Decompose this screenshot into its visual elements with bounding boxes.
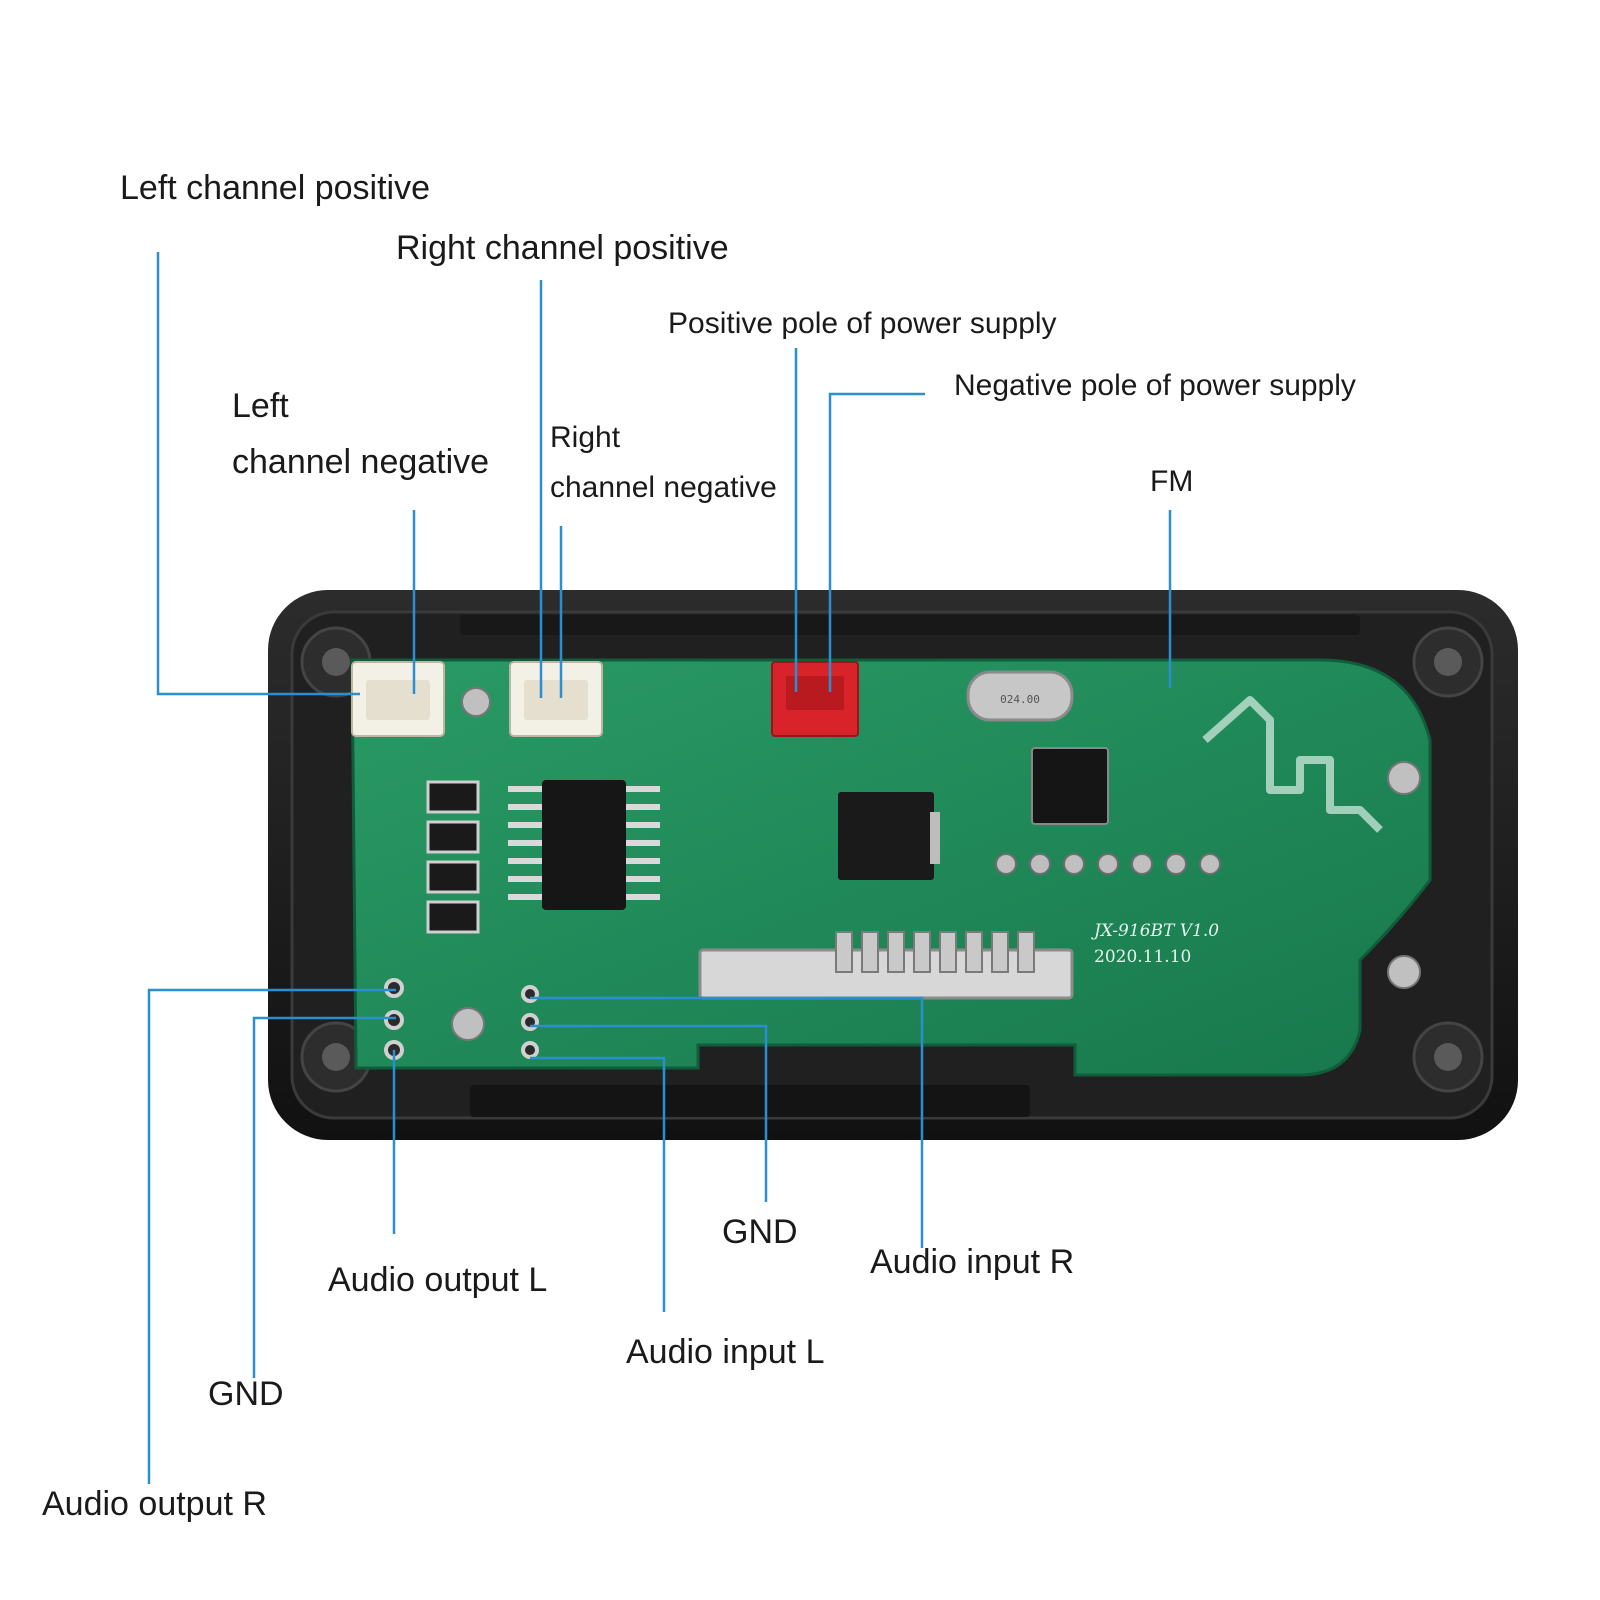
bt-antenna-trace xyxy=(1202,696,1383,833)
leader-audio-output-r xyxy=(147,988,396,1484)
label-audio-input-r: Audio input R xyxy=(870,1243,1075,1281)
bluetooth-chip xyxy=(1031,747,1109,825)
label-audio-output-l: Audio output L xyxy=(328,1261,548,1299)
header-pins xyxy=(995,853,1221,875)
leader-lines xyxy=(147,252,1172,1484)
leader-audio-input-r xyxy=(530,996,924,1248)
sd-card-slot xyxy=(698,948,1074,1000)
label-right-channel-negative-line2: channel negative xyxy=(550,471,777,504)
board-model: JX-916BT V1.0 xyxy=(1091,921,1219,941)
label-right-channel-positive: Right channel positive xyxy=(396,229,729,267)
label-positive-pole: Positive pole of power supply xyxy=(668,307,1057,340)
label-left-channel-positive: Left channel positive xyxy=(120,169,430,207)
leader-left-channel-positive xyxy=(156,252,360,696)
leader-gnd-left xyxy=(252,1016,396,1378)
leader-gnd-mid xyxy=(530,1024,768,1202)
board-date: 2020.11.10 xyxy=(1094,947,1191,967)
amplifier-chip xyxy=(542,780,626,910)
label-negative-pole: Negative pole of power supply xyxy=(954,369,1356,402)
label-gnd-left: GND xyxy=(208,1375,284,1413)
label-left-channel-negative-line1: Left xyxy=(232,387,289,425)
label-audio-output-r: Audio output R xyxy=(42,1485,267,1523)
inductors xyxy=(426,780,480,934)
label-right-channel-negative-line1: Right xyxy=(550,421,621,454)
leader-negative-pole xyxy=(828,392,925,692)
label-gnd-mid: GND xyxy=(722,1213,798,1251)
label-fm: FM xyxy=(1150,465,1194,498)
crystal-oscillator xyxy=(966,670,1074,722)
frame-top-slot xyxy=(460,615,1360,635)
frame-bottom-slot xyxy=(470,1085,1030,1117)
voltage-regulator xyxy=(838,792,934,880)
screws xyxy=(451,687,1421,1041)
label-audio-input-l: Audio input L xyxy=(626,1333,825,1371)
crystal-marking: 024.00 xyxy=(1000,693,1040,706)
label-left-channel-negative-line2: channel negative xyxy=(232,443,490,481)
leader-audio-input-l xyxy=(530,1056,666,1312)
